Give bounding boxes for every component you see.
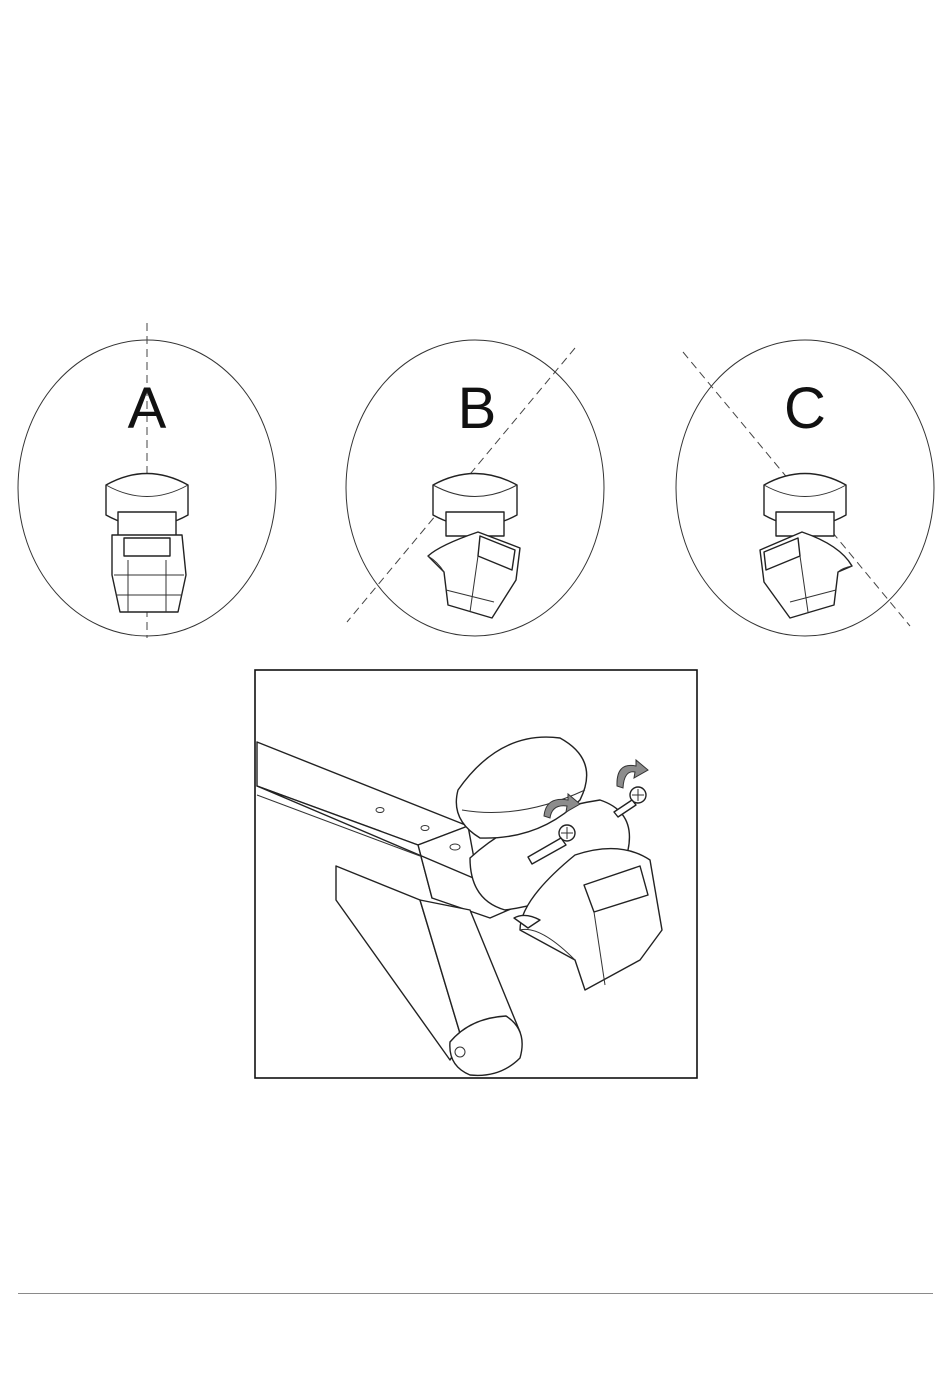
view-b: B (346, 340, 604, 636)
view-a: A (18, 323, 276, 638)
caster-b-icon (428, 474, 520, 619)
view-c: C (676, 340, 934, 636)
caster-c-icon (760, 474, 852, 619)
view-c-label: C (784, 376, 826, 441)
footer-divider (18, 1293, 933, 1294)
assembly-detail-panel (255, 670, 697, 1078)
view-a-label: A (128, 376, 167, 441)
view-b-label: B (458, 376, 497, 441)
caster-a-icon (106, 474, 188, 613)
